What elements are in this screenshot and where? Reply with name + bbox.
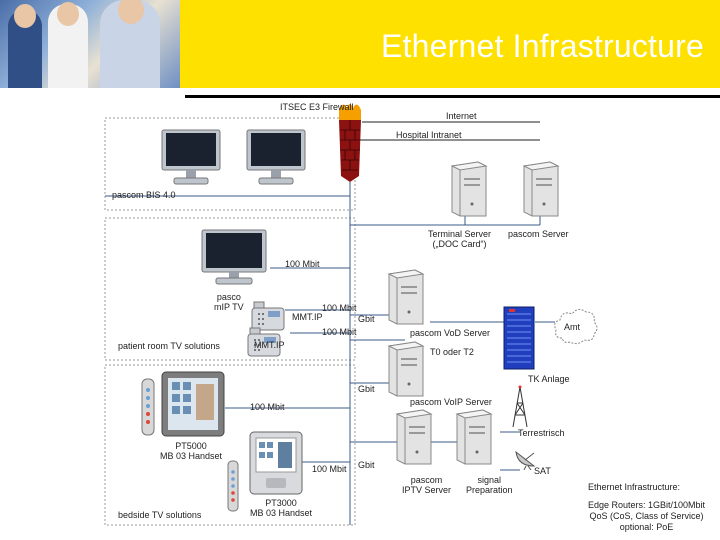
mmt-ip-label: MMT.IP (292, 312, 323, 322)
radio-tower-icon (510, 385, 530, 429)
gbit-label: Gbit (358, 314, 375, 324)
bedside-terminal-icon (248, 430, 304, 496)
terminal-server-label: Terminal Server („DOC Card“) (428, 229, 492, 249)
bedside-group-box (104, 364, 356, 526)
title-underline (185, 95, 720, 98)
pt5000-label: PT5000 MB 03 Handset (160, 441, 223, 461)
tk-anlage-label: TK Anlage (528, 374, 570, 384)
ip-phone-icon (250, 300, 286, 332)
handset-icon (226, 460, 240, 512)
pt3000-label: PT3000 MB 03 Handset (250, 498, 313, 518)
patient-tv-label: patient room TV solutions (118, 341, 220, 351)
signal-prep-label: signal Preparation (466, 475, 513, 495)
server-icon (522, 160, 560, 218)
bedside-tv-label: bedside TV solutions (118, 510, 202, 520)
bandwidth-label: 100 Mbit (312, 464, 347, 474)
iptv-server-label: pascom IPTV Server (402, 475, 452, 495)
gbit-label: Gbit (358, 460, 375, 470)
pascom-server-label: pascom Server (508, 229, 569, 239)
monitor-icon (160, 128, 222, 188)
note-title: Ethernet Infrastructure: (588, 482, 681, 492)
cloud-icon (552, 306, 600, 348)
server-icon (450, 160, 488, 218)
server-icon (455, 408, 493, 466)
bandwidth-label: 100 Mbit (322, 303, 357, 313)
monitor-icon (245, 128, 307, 188)
tk-rack-icon (503, 306, 535, 370)
ip-phone-icon (246, 326, 282, 358)
tv-icon (200, 228, 268, 288)
terrestrisch-label: Terrestrisch (518, 428, 565, 438)
intranet-label: Hospital Intranet (396, 130, 462, 140)
firewall-label: ITSEC E3 Firewall (280, 102, 354, 112)
server-icon (387, 340, 425, 398)
gbit-label: Gbit (358, 384, 375, 394)
bis-label: pascom BIS 4.0 (112, 190, 176, 200)
amt-label: Amt (564, 322, 581, 332)
bandwidth-label: 100 Mbit (322, 327, 357, 337)
page-title: Ethernet Infrastructure (381, 28, 704, 64)
t0-t2-label: T0 oder T2 (430, 347, 474, 357)
sat-label: SAT (534, 466, 551, 476)
note-body: Edge Routers: 1GBit/100Mbit QoS (CoS, Cl… (588, 500, 706, 532)
satellite-dish-icon (514, 448, 540, 471)
firewall-icon (333, 100, 367, 182)
bandwidth-label: 100 Mbit (285, 259, 320, 269)
server-icon (387, 268, 425, 326)
server-icon (395, 408, 433, 466)
handset-icon (140, 378, 156, 436)
mmt-ip-label: MMT.IP (254, 340, 285, 350)
voip-server-label: pascom VoIP Server (410, 397, 492, 407)
vod-server-label: pascom VoD Server (410, 328, 491, 338)
internet-label: Internet (446, 111, 477, 121)
patient-room-group-box (104, 217, 356, 361)
header-photo (0, 0, 180, 88)
bandwidth-label: 100 Mbit (250, 402, 285, 412)
bedside-terminal-icon (160, 370, 226, 438)
mip-tv-label: pasco mIP TV (214, 292, 244, 312)
title-banner: Ethernet Infrastructure (0, 0, 720, 88)
